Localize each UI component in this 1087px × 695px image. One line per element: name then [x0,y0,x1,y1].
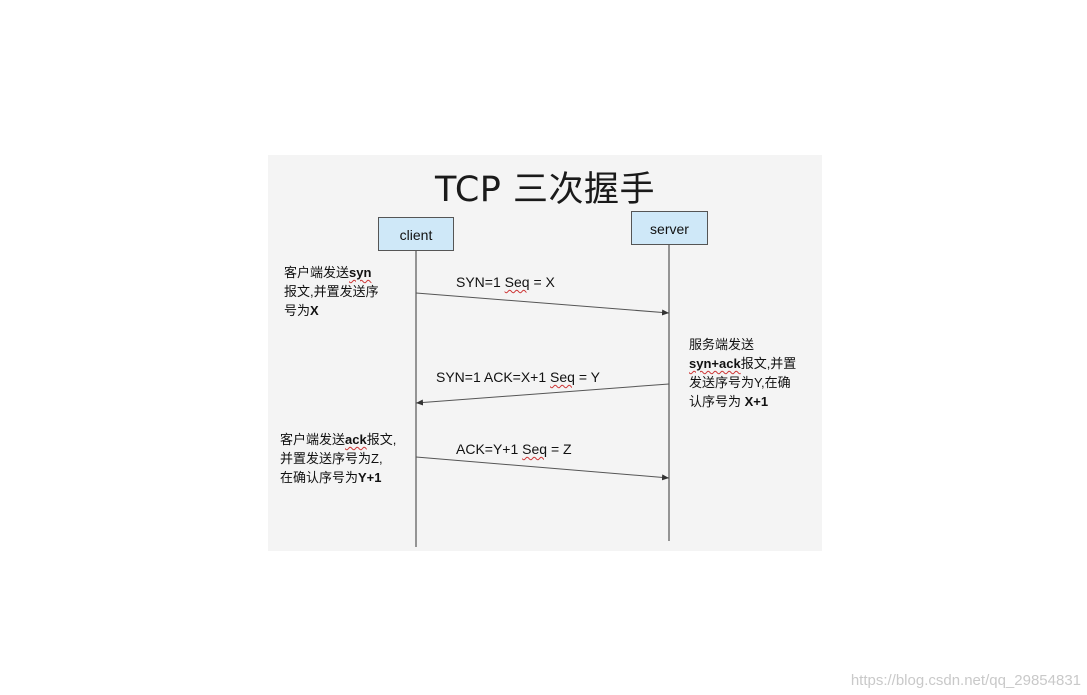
sequence-lines [415,245,670,547]
note-text: 报文, [366,432,397,447]
message-ack-seq: Seq [522,441,548,457]
message-syn-seq: Seq [504,274,530,290]
message-syn-ack: SYN=1 ACK=X+1 Seq = Y [436,369,600,385]
note-text: 客户端发送 [280,432,346,447]
diagram-title: TCP 三次握手 [435,170,655,210]
note-text: 在确认序号为 [280,470,359,485]
diagram-slide: TCP 三次握手 client server SYN=1 Seq = X SYN… [268,155,822,551]
server-actor-box: server [631,211,708,245]
message-syn: SYN=1 Seq = X [456,274,555,290]
client-note-2: 客户端发送ack报文, 并置发送序号为Z, 在确认序号为Y+1 [280,430,396,487]
message-ack: ACK=Y+1 Seq = Z [456,441,572,457]
note-text: 报文,并置 [740,356,797,371]
server-label: server [650,221,689,237]
note-text: 报文,并置发送序 [284,284,379,299]
syn-arrow [415,292,670,316]
server-note: 服务端发送 syn+ack报文,并置 发送序号为Y,在确 认序号为 X+1 [689,335,796,411]
message-syn-text: SYN=1 [456,274,505,290]
message-ack-text: ACK=Y+1 [456,441,523,457]
note-text: 并置发送序号为Z, [280,451,383,466]
note-text: 服务端发送 [689,337,755,352]
client-note-1: 客户端发送syn 报文,并置发送序 号为X [284,263,379,320]
message-syn-value: = X [529,274,555,290]
note-keyword: syn+ack [689,356,741,371]
note-keyword: syn [349,265,372,280]
syn-ack-arrow [415,383,670,406]
ack-arrow [415,456,670,481]
client-label: client [399,227,433,243]
note-keyword: ack [345,432,367,447]
note-keyword: X [310,303,319,318]
message-syn-ack-value: = Y [574,369,600,385]
note-keyword: Y+1 [358,470,382,485]
message-ack-value: = Z [547,441,572,457]
note-text: 认序号为 [689,394,745,409]
note-text: 发送序号为Y,在确 [689,375,791,390]
note-text: 号为 [284,303,311,318]
message-syn-ack-seq: Seq [550,369,575,385]
watermark-url: https://blog.csdn.net/qq_29854831 [850,672,1081,689]
message-syn-ack-text: SYN=1 ACK=X+1 [436,369,551,385]
note-keyword: X+1 [744,394,769,409]
client-actor-box: client [378,217,454,251]
note-text: 客户端发送 [284,265,350,280]
